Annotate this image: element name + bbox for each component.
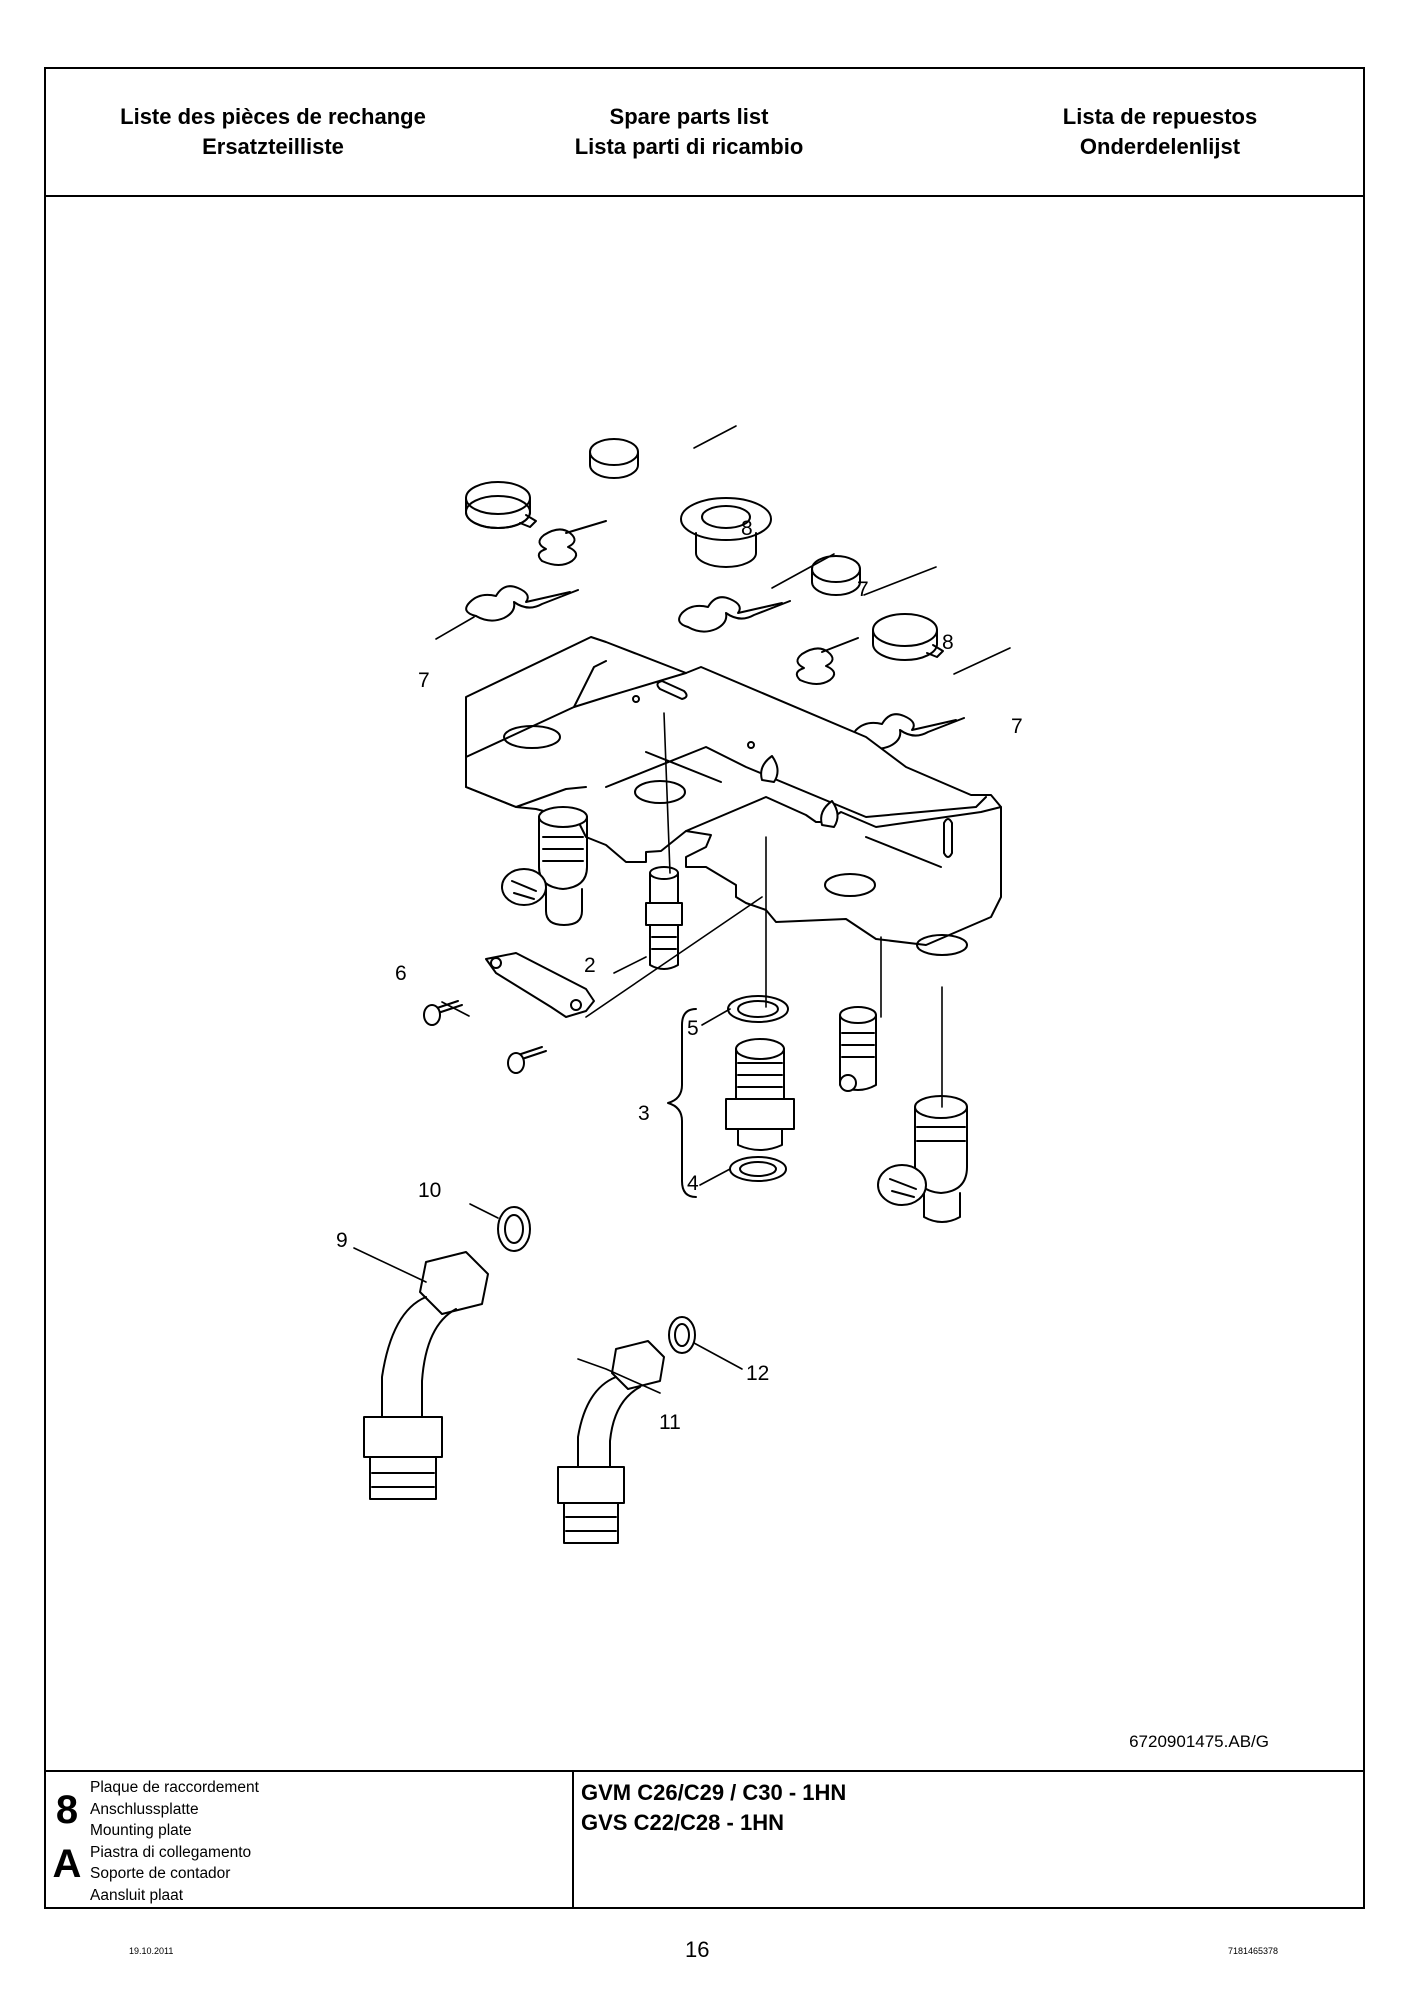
callout-2: 2 xyxy=(584,954,596,977)
callout-9: 9 xyxy=(336,1229,348,1252)
elbow-pipe-9 xyxy=(363,1251,489,1500)
leader-lines xyxy=(353,425,1011,1394)
callout-4: 4 xyxy=(687,1172,699,1195)
bracket-and-screws xyxy=(423,952,595,1074)
callout-10: 10 xyxy=(418,1179,441,1202)
seal-4 xyxy=(729,1156,787,1182)
title-de: Ersatzteilliste xyxy=(202,134,344,159)
plug-cap-large-left xyxy=(465,481,537,529)
title-nl: Onderdelenlijst xyxy=(1079,134,1241,159)
callout-7-right: 7 xyxy=(1011,715,1023,738)
plug-flange-center xyxy=(680,497,772,568)
part-name-fr: Plaque de raccordement xyxy=(90,1779,259,1796)
section-number: 8 xyxy=(55,1788,79,1832)
callout-8-top: 8 xyxy=(741,517,753,540)
title-en: Spare parts list xyxy=(609,104,769,129)
title-es: Lista de repuestos xyxy=(1062,104,1258,129)
part-name-es: Soporte de contador xyxy=(90,1865,231,1882)
mounting-plate xyxy=(465,636,1002,956)
seal-5 xyxy=(727,995,789,1023)
seal-12 xyxy=(668,1316,696,1354)
callout-labels: 8 7 7 8 7 2 6 5 3 4 10 9 12 11 xyxy=(336,517,1023,1434)
elbow-pipe-11 xyxy=(557,1340,665,1544)
callout-11: 11 xyxy=(659,1411,681,1434)
reference-number: 7181465378 xyxy=(1228,1946,1279,1956)
header-en-it: Spare parts list Lista parti di ricambio xyxy=(489,102,889,162)
callout-8-right: 8 xyxy=(942,631,954,654)
model-list: GVM C26/C29 / C30 - 1HN GVS C22/C28 - 1H… xyxy=(581,1778,846,1838)
title-it: Lista parti di ricambio xyxy=(574,134,804,159)
callout-3: 3 xyxy=(638,1102,650,1125)
model-line-1: GVM C26/C29 / C30 - 1HN xyxy=(581,1780,847,1805)
exploded-parts-diagram: 8 7 7 8 7 2 6 5 3 4 10 9 12 11 xyxy=(336,425,1023,1544)
exploded-drawing-area: 8 7 7 8 7 2 6 5 3 4 10 9 12 11 672090147… xyxy=(46,197,1363,1774)
plug-cap-large-right xyxy=(872,613,944,661)
fitting-2 xyxy=(645,866,683,970)
callout-7-left: 7 xyxy=(418,669,430,692)
footer-block: 8 A Plaque de raccordement Anschlussplat… xyxy=(46,1770,1363,1907)
page-number: 16 xyxy=(685,1937,710,1962)
part-names-list: Plaque de raccordement Anschlussplatte M… xyxy=(90,1777,259,1906)
title-header: Liste des pièces de rechange Ersatzteill… xyxy=(46,69,1363,197)
callout-6: 6 xyxy=(395,962,407,985)
fitting-right-small xyxy=(839,1006,877,1092)
plug-cap-small-right xyxy=(811,555,861,596)
part-name-de: Anschlussplatte xyxy=(90,1800,199,1818)
plug-cap-small-top xyxy=(589,438,639,479)
callout-5: 5 xyxy=(687,1017,699,1040)
header-fr-de: Liste des pièces de rechange Ersatzteill… xyxy=(73,102,473,162)
nipple-3 xyxy=(725,1038,795,1151)
ball-valve-left xyxy=(501,806,588,926)
group-3-brace xyxy=(667,1008,697,1198)
seal-10 xyxy=(497,1206,531,1252)
footer-divider xyxy=(572,1772,574,1907)
model-line-2: GVS C22/C28 - 1HN xyxy=(581,1810,784,1835)
drawing-code: 6720901475.AB/G xyxy=(1129,1732,1269,1751)
part-name-en: Mounting plate xyxy=(90,1822,192,1839)
title-fr: Liste des pièces de rechange xyxy=(120,104,426,129)
page-frame: Liste des pièces de rechange Ersatzteill… xyxy=(44,67,1365,1909)
section-letter: A xyxy=(52,1842,82,1886)
part-name-it: Piastra di collegamento xyxy=(90,1843,252,1861)
ball-valve-right xyxy=(877,1095,968,1223)
callout-12: 12 xyxy=(746,1362,769,1385)
part-name-nl: Aansluit plaat xyxy=(90,1886,184,1904)
print-date: 19.10.2011 xyxy=(129,1946,174,1956)
header-es-nl: Lista de repuestos Onderdelenlijst xyxy=(960,102,1360,162)
callout-7-center: 7 xyxy=(857,578,869,601)
